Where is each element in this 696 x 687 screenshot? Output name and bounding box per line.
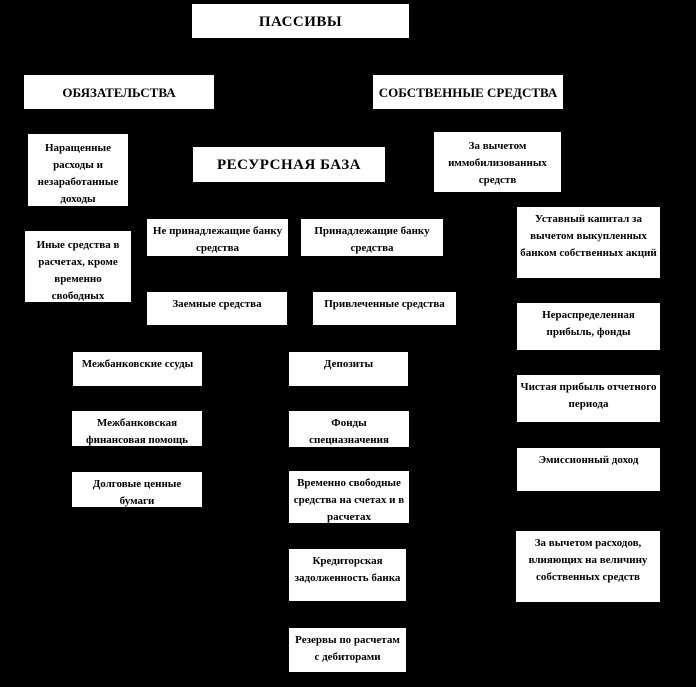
node-non-bank-funds: Не принадлежащие банку средства (146, 218, 289, 257)
node-special-purpose-funds: Фонды спецназначения (288, 410, 410, 448)
node-deposits: Депозиты (288, 351, 409, 387)
node-retained-earnings: Нераспределенная прибыль, фонды (516, 302, 661, 351)
node-minus-immobilized-funds: За вычетом иммобилизованных средств (433, 131, 562, 193)
node-bank-funds: Принадлежащие банку средства (300, 218, 444, 257)
node-debtor-reserves: Резервы по расчетам с дебиторами (288, 627, 407, 673)
node-authorized-capital: Уставный капитал за вычетом выкупленных … (516, 206, 661, 279)
node-obligations: ОБЯЗАТЕЛЬСТВА (23, 74, 215, 110)
node-minus-expenses: За вычетом расходов, влияющих на величин… (515, 530, 661, 603)
node-borrowed-funds: Заемные средства (146, 291, 288, 326)
node-net-profit: Чистая прибыль отчетного периода (516, 374, 661, 423)
node-temporarily-free-funds: Временно свободные средства на счетах и … (288, 470, 410, 524)
node-attracted-funds: Привлеченные средства (312, 291, 457, 326)
node-liabilities: ПАССИВЫ (191, 3, 410, 39)
node-debt-securities: Долговые ценные бумаги (71, 471, 203, 508)
node-accounts-payable: Кредиторская задолженность банка (288, 548, 407, 602)
node-interbank-loans: Межбанковские ссуды (72, 351, 203, 387)
node-resource-base: РЕСУРСНАЯ БАЗА (192, 146, 386, 183)
node-accrued-expenses: Наращенные расходы и незаработанные дохо… (27, 133, 129, 207)
node-interbank-financial-aid: Межбанковская финансовая помощь (71, 410, 203, 447)
node-other-settlement-funds: Иные средства в расчетах, кроме временно… (24, 230, 132, 303)
node-own-funds: СОБСТВЕННЫЕ СРЕДСТВА (372, 74, 564, 110)
node-emission-income: Эмиссионный доход (516, 447, 661, 492)
